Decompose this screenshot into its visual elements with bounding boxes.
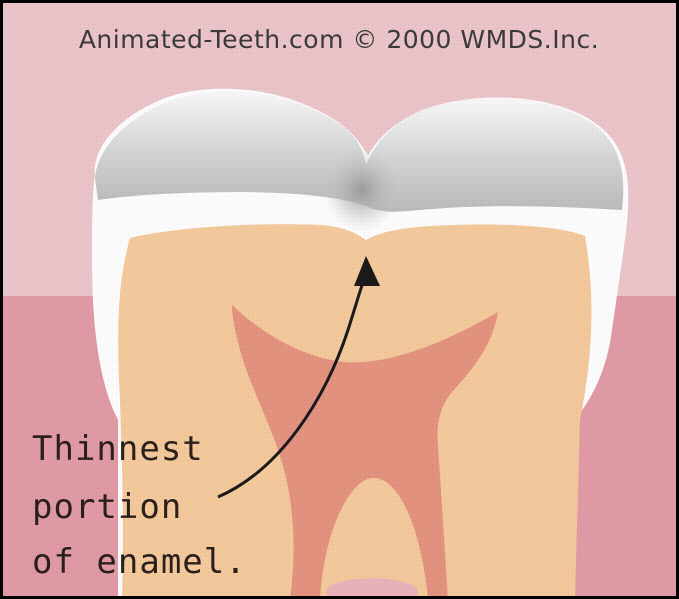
credit-text: Animated-Teeth.com © 2000 WMDS.Inc. — [79, 25, 599, 54]
annotation-line-1: Thinnest — [32, 429, 204, 469]
annotation-line-3: of enamel. — [32, 542, 247, 582]
annotation-line-2: portion — [32, 487, 182, 527]
